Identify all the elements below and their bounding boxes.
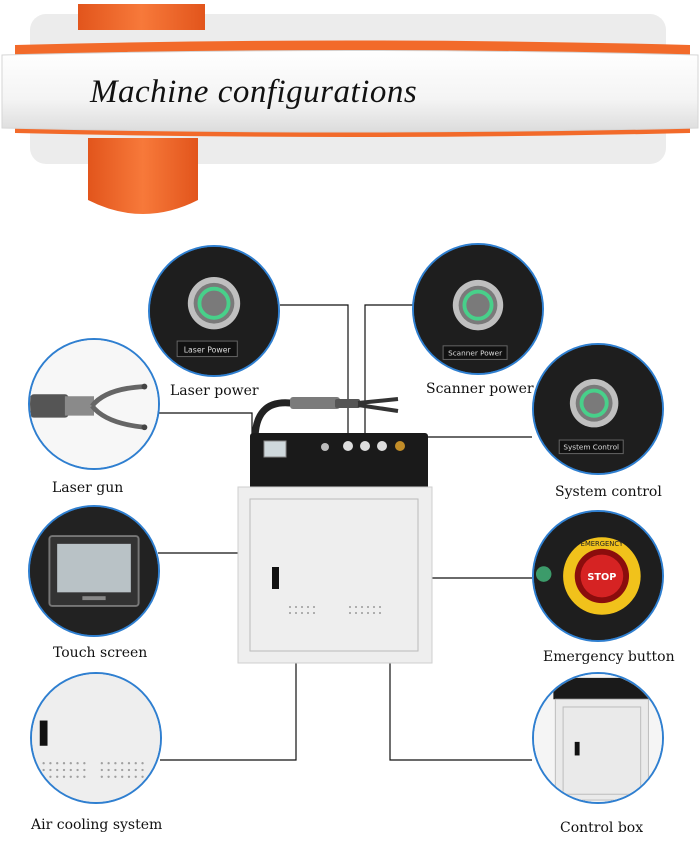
caption-system-control: System control <box>555 484 662 500</box>
emergency-ring-text: EMERGENCY <box>581 540 624 548</box>
gun-on-top <box>290 397 399 413</box>
stop-label: STOP <box>587 572 616 583</box>
page-title: Machine configurations <box>90 74 418 110</box>
caption-laser-gun: Laser gun <box>52 480 124 496</box>
title-banner: Machine configurations <box>0 0 700 225</box>
laser-power-panel-label: Laser Power <box>184 346 232 355</box>
caption-scanner-power: Scanner power <box>426 381 534 397</box>
caption-control-box: Control box <box>560 820 644 836</box>
caption-laser-power: Laser power <box>170 383 259 399</box>
callout-laser-power: Laser Power <box>148 245 280 377</box>
callout-scanner-power: Scanner Power <box>412 243 544 375</box>
system-control-panel-label: System Control <box>563 443 619 452</box>
callout-touch-screen <box>28 505 160 637</box>
machine-body <box>237 397 433 664</box>
callout-control-box <box>532 672 664 804</box>
scanner-power-panel-label: Scanner Power <box>448 349 502 358</box>
caption-touch-screen: Touch screen <box>53 645 148 661</box>
caption-emergency-button: Emergency button <box>543 649 675 665</box>
banner-ribbon <box>1 4 699 214</box>
callout-system-control: System Control <box>532 343 664 475</box>
callout-emergency-button: STOP EMERGENCY <box>532 510 664 642</box>
callout-air-cooling <box>30 672 162 804</box>
caption-air-cooling: Air cooling system <box>31 817 163 833</box>
callout-laser-gun <box>28 338 160 470</box>
laser-machine-illustration <box>230 395 440 665</box>
